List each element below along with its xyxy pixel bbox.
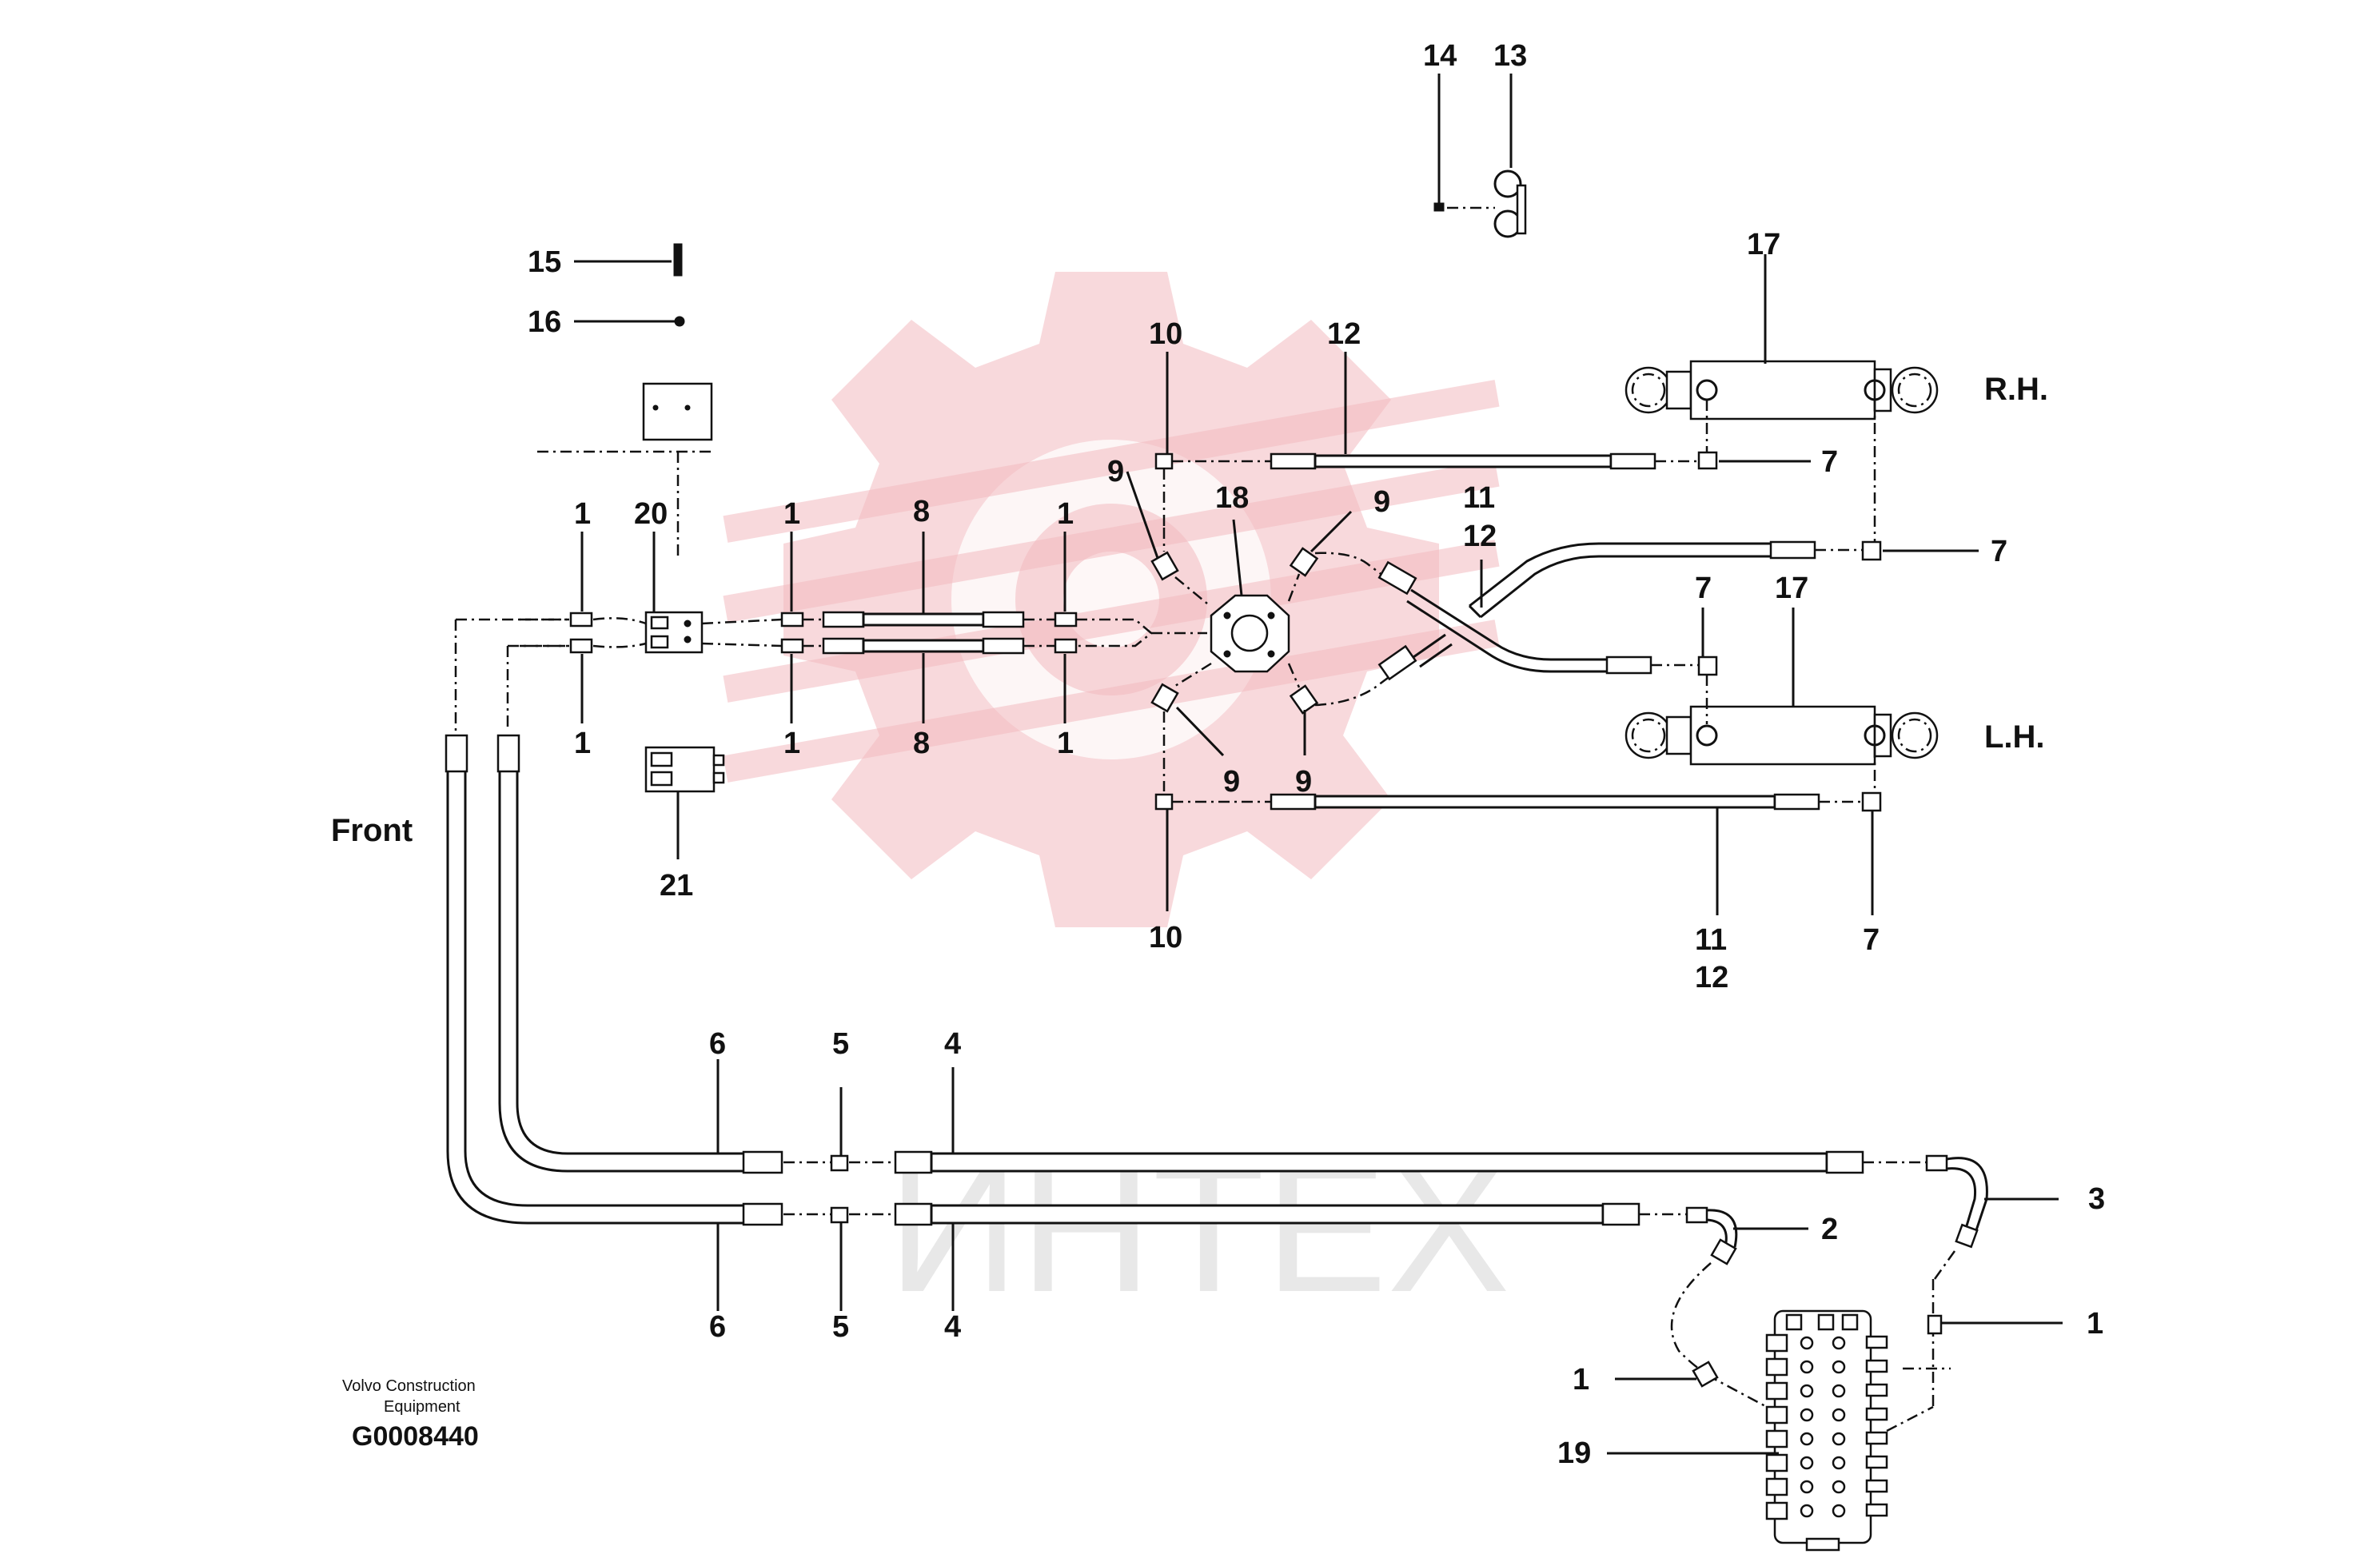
callout-6-bottom: 6	[709, 1310, 726, 1344]
part-20-valve-block	[644, 532, 704, 654]
part-9-10-fittings	[1150, 452, 1392, 811]
callout-17-lh: 17	[1775, 572, 1808, 605]
callout-12-mid: 12	[1463, 520, 1497, 553]
watermark-gear-logo	[723, 272, 1500, 927]
callout-5-top: 5	[832, 1027, 849, 1061]
part-3-bent-tube	[1925, 1154, 1988, 1407]
credit-line-2: Equipment	[384, 1398, 460, 1416]
callout-8-top: 8	[913, 495, 930, 528]
credit-line-1: Volvo Construction	[342, 1377, 476, 1395]
callout-12-top: 12	[1327, 317, 1361, 351]
callout-5-bottom: 5	[832, 1310, 849, 1344]
callout-numbers: 14 13 15 16 17 17 10 10 12 12 12 11 11 1…	[528, 39, 2105, 1470]
callout-1-top-mid: 1	[783, 497, 800, 531]
part-18-swivel	[1210, 594, 1290, 673]
callout-11-mid: 11	[1463, 481, 1495, 515]
callout-11-bottom: 11	[1695, 923, 1727, 957]
part-2-bent-tube	[1670, 1206, 1738, 1373]
callout-9-upper-right: 9	[1373, 485, 1390, 519]
callout-7-b: 7	[1991, 535, 2007, 568]
callout-16: 16	[528, 305, 561, 339]
callout-1-valve-left: 1	[1573, 1363, 1589, 1397]
callout-9-lower-left: 9	[1223, 765, 1240, 799]
callout-14: 14	[1423, 39, 1457, 73]
part-17-cylinder-lh	[1625, 675, 1939, 793]
callout-1-top-right: 1	[1057, 497, 1074, 531]
callout-7-a: 7	[1821, 445, 1838, 479]
callout-4-bottom: 4	[944, 1310, 961, 1344]
front-hose-lines	[445, 618, 1927, 1226]
callout-19: 19	[1557, 1436, 1591, 1470]
part-19-control-valve	[1706, 1309, 1951, 1552]
callout-1-valve-right: 1	[2087, 1307, 2103, 1341]
callout-21: 21	[660, 869, 693, 903]
callout-8-bottom: 8	[913, 727, 930, 760]
label-front: Front	[331, 813, 413, 848]
drawing-code: G0008440	[352, 1421, 479, 1452]
callout-4-top: 4	[944, 1027, 961, 1061]
part-15-16-group	[537, 243, 713, 560]
part-1-fittings-valve	[1692, 1314, 1943, 1388]
callout-9-lower-right: 9	[1295, 765, 1312, 799]
callout-20: 20	[634, 497, 668, 531]
callout-1-top-left: 1	[574, 497, 591, 531]
part-17-cylinder-rh	[1625, 360, 1939, 542]
leader-lines	[580, 254, 2063, 1455]
callout-10-top: 10	[1149, 317, 1182, 351]
callout-2: 2	[1821, 1213, 1838, 1246]
callout-3: 3	[2088, 1182, 2105, 1216]
callout-1-bottom-mid: 1	[783, 727, 800, 760]
part-21-valve-block	[644, 746, 725, 859]
callout-17-rh: 17	[1747, 228, 1780, 261]
callout-10-bottom: 10	[1149, 921, 1182, 954]
valve-sections	[1765, 1333, 1888, 1520]
callout-15: 15	[528, 245, 561, 279]
callout-1-bottom-right: 1	[1057, 727, 1074, 760]
label-left-hand: L.H.	[1984, 719, 2045, 755]
callout-18: 18	[1215, 481, 1249, 515]
callout-13: 13	[1493, 39, 1527, 73]
part-14-13-group	[1433, 74, 1527, 238]
part-12-top-hose	[1270, 451, 1718, 470]
callout-12-bottom: 12	[1695, 961, 1728, 994]
callout-9-upper-left: 9	[1107, 455, 1124, 488]
callout-7-d: 7	[1863, 923, 1880, 957]
callout-1-bottom-left: 1	[574, 727, 591, 760]
part-11-12-diagonal-hoses	[1270, 540, 1882, 812]
callout-6-top: 6	[709, 1027, 726, 1061]
central-hose-row	[520, 611, 1207, 655]
callout-7-c: 7	[1695, 572, 1712, 605]
label-right-hand: R.H.	[1984, 372, 2048, 407]
